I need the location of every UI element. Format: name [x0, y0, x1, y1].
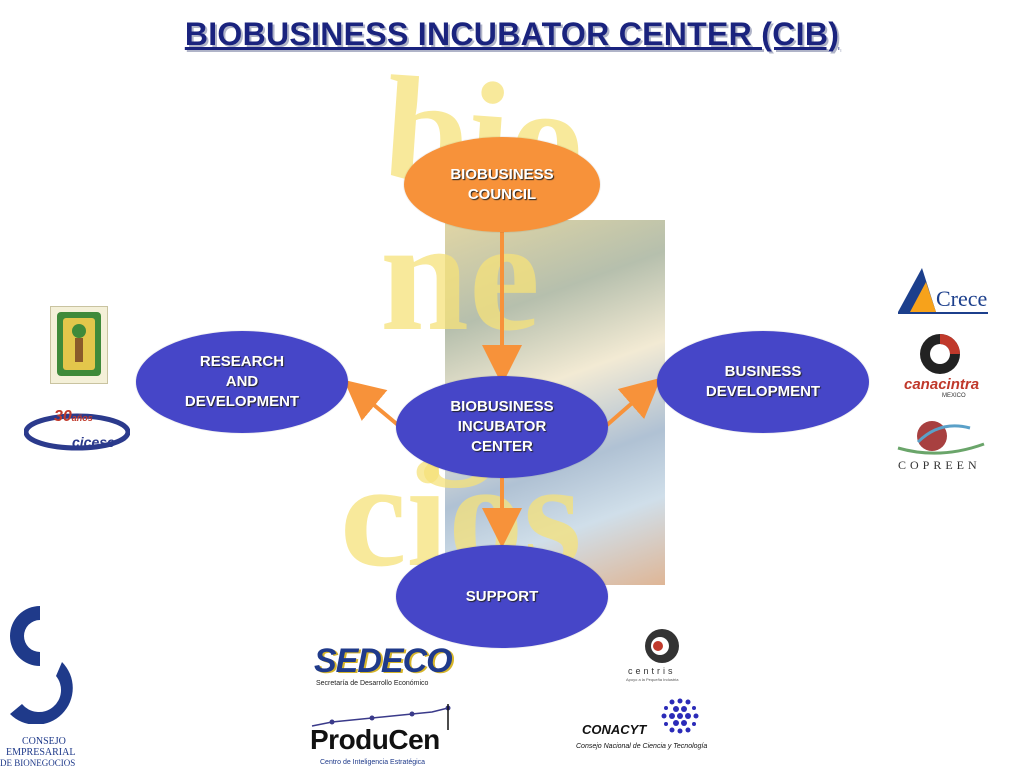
- producen-logo: ProduCen Centro de Inteligencia Estratég…: [308, 704, 456, 768]
- centris-wordmark: centris: [628, 666, 676, 676]
- copreen-wordmark: COPREEN: [898, 458, 981, 472]
- node-biobusiness-council: BIOBUSINESS COUNCIL: [404, 137, 600, 232]
- consejo-line3: DE BIONEGOCIOS: [0, 758, 76, 768]
- conacyt-sub: Consejo Nacional de Ciencia y Tecnología: [576, 743, 708, 750]
- canacintra-logo: canacintra MEXICO: [902, 332, 980, 404]
- centris-logo: centris Apoyo a la Pequeña Industria: [622, 626, 702, 684]
- node-support: SUPPORT: [396, 545, 608, 648]
- canacintra-wordmark: canacintra: [904, 376, 980, 393]
- node-biobusiness-incubator-center: BIOBUSINESS INCUBATOR CENTER: [396, 376, 608, 478]
- sedeco-wordmark: SEDECO: [314, 642, 453, 680]
- arrow-center-to-business: [605, 377, 662, 427]
- cicese-years-word: años: [71, 413, 93, 423]
- consejo-line1: CONSEJO: [22, 736, 66, 747]
- consejo-line2: EMPRESARIAL: [6, 747, 76, 758]
- producen-wordmark: ProduCen: [310, 724, 440, 755]
- copreen-logo: COPREEN: [888, 414, 992, 480]
- node-research-and-development: RESEARCH AND DEVELOPMENT: [136, 331, 348, 433]
- node-business-development: BUSINESS DEVELOPMENT: [657, 331, 869, 433]
- cicese-years: 30: [54, 408, 72, 425]
- crece-logo: Crece: [896, 264, 990, 316]
- canacintra-sub: MEXICO: [942, 393, 966, 399]
- cicese-logo: 30años cicese: [23, 408, 131, 452]
- page-title: BIOBUSINESS INCUBATOR CENTER (CIB): [184, 16, 840, 52]
- producen-sub: Centro de Inteligencia Estratégica: [320, 759, 426, 766]
- crece-wordmark: Crece: [936, 286, 988, 311]
- arrow-center-to-research: [343, 379, 400, 427]
- university-shield-logo: [50, 306, 108, 384]
- sedeco-logo: SEDECO Secretaría de Desarrollo Económic…: [314, 640, 454, 694]
- conacyt-logo: CONACYT Consejo Nacional de Ciencia y Te…: [574, 696, 720, 756]
- conacyt-wordmark: CONACYT: [582, 722, 647, 737]
- centris-sub: Apoyo a la Pequeña Industria: [626, 677, 679, 682]
- sedeco-sub: Secretaría de Desarrollo Económico: [316, 680, 429, 687]
- cicese-wordmark: cicese: [72, 434, 115, 450]
- consejo-empresarial-logo: CONSEJO EMPRESARIAL DE BIONEGOCIOS: [0, 604, 90, 768]
